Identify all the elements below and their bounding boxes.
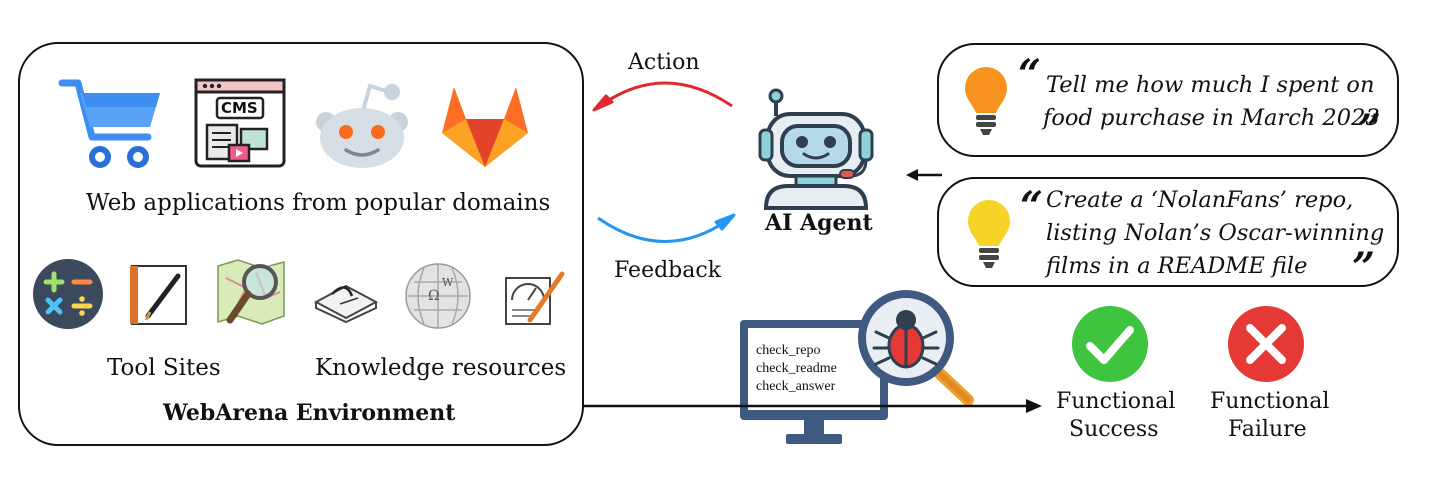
map-magnifier-icon: [217, 259, 285, 325]
close-quote-1: ”: [1358, 106, 1382, 153]
webarena-environment-box: [18, 42, 584, 446]
evaluator-monitor-icon: [740, 320, 888, 444]
lightbulb-yellow-icon: [968, 200, 1010, 268]
close-quote-2: ”: [1352, 244, 1376, 291]
book-icon: [313, 284, 379, 324]
environment-title: WebArena Environment: [163, 400, 456, 426]
feedback-label: Feedback: [614, 258, 722, 283]
robot-icon: [758, 88, 874, 210]
svg-text:W: W: [442, 276, 454, 289]
check-answer: check_answer: [756, 379, 836, 394]
intent-bubble-1: [937, 43, 1399, 157]
cms-label: CMS: [221, 99, 258, 117]
knowledge-resources-caption: Knowledge resources: [315, 355, 567, 381]
bug-magnifier-icon: [858, 290, 974, 406]
open-quote-1: “: [1018, 51, 1042, 98]
check-readme: check_readme: [756, 361, 837, 376]
check-repo: check_repo: [756, 343, 821, 358]
failure-label-line-1: Functional: [1210, 389, 1330, 414]
intent-2-line-3: films in a README file: [1046, 253, 1308, 279]
tool-sites-caption: Tool Sites: [107, 355, 221, 381]
intent-2-line-2: listing Nolan’s Oscar-winning: [1046, 220, 1385, 246]
wikipedia-globe-icon: Ω W: [405, 263, 471, 329]
open-quote-2: “: [1020, 183, 1044, 230]
notebook-pen-icon: [130, 265, 187, 325]
intent-2-line-1: Create a ‘NolanFans’ repo,: [1046, 187, 1354, 213]
svg-text:Ω: Ω: [428, 288, 440, 304]
gitlab-icon: [442, 87, 528, 167]
calculator-icon: [33, 259, 103, 329]
ai-agent-label: AI Agent: [765, 210, 873, 236]
lightbulb-orange-icon: [965, 67, 1007, 135]
document-pen-icon: [505, 271, 565, 325]
action-label: Action: [628, 50, 700, 75]
intent-1-line-2: food purchase in March 2023: [1043, 105, 1380, 131]
success-label-line-1: Functional: [1056, 389, 1176, 414]
failure-label-line-2: Failure: [1228, 417, 1307, 442]
cms-icon: [194, 78, 286, 168]
checkmark-success-icon: [1072, 306, 1148, 382]
intent-bubble-2: [937, 177, 1399, 287]
success-label-line-2: Success: [1069, 417, 1159, 442]
intent-1-line-1: Tell me how much I spent on: [1046, 72, 1375, 98]
web-apps-caption: Web applications from popular domains: [86, 190, 551, 216]
shopping-cart-icon: [58, 79, 160, 168]
cross-failure-icon: [1228, 306, 1304, 382]
reddit-icon: [316, 83, 408, 168]
